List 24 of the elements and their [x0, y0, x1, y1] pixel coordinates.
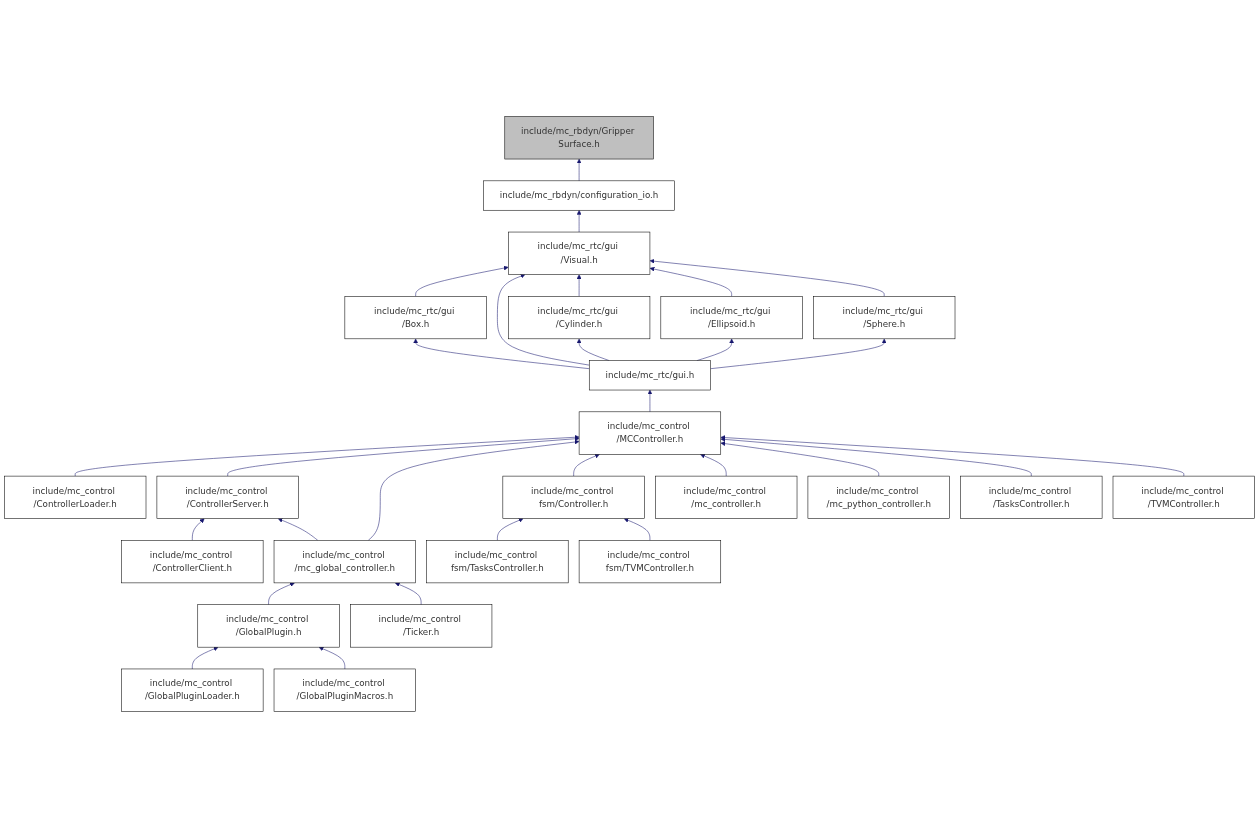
- node-box: include/mc_control /GlobalPluginMacros.h: [273, 668, 416, 712]
- node-box: include/mc_control /ControllerLoader.h: [4, 475, 147, 519]
- node-box: include/mc_control /TVMController.h: [1112, 475, 1255, 519]
- node-box: include/mc_control /mc_global_controller.h: [273, 539, 416, 583]
- node-box: include/mc_rtc/gui /Sphere.h: [813, 295, 956, 339]
- node-box: include/mc_rtc/gui /Ellipsoid.h: [660, 295, 803, 339]
- node-box: include/mc_control /TasksController.h: [960, 475, 1103, 519]
- node-box: include/mc_control /Ticker.h: [350, 603, 493, 647]
- node-box: include/mc_rtc/gui /Visual.h: [508, 231, 651, 275]
- node-box: include/mc_control fsm/TasksController.h: [426, 539, 569, 583]
- node-box: include/mc_rbdyn/configuration_io.h: [483, 180, 675, 210]
- node-box: include/mc_rtc/gui.h: [589, 359, 711, 390]
- node-box: include/mc_control /ControllerClient.h: [121, 539, 264, 583]
- node-box: include/mc_control /mc_controller.h: [655, 475, 798, 519]
- node-box: include/mc_rtc/gui /Box.h: [344, 295, 487, 339]
- node-box: include/mc_control fsm/TVMController.h: [578, 539, 721, 583]
- node-box: include/mc_rtc/gui /Cylinder.h: [508, 295, 651, 339]
- node-box: include/mc_control /GlobalPluginLoader.h: [121, 668, 264, 712]
- node-box: include/mc_control /ControllerServer.h: [156, 475, 299, 519]
- node-box: include/mc_control fsm/Controller.h: [502, 475, 645, 519]
- node-box: include/mc_control /GlobalPlugin.h: [197, 603, 340, 647]
- node-box: include/mc_control /MCController.h: [578, 411, 721, 455]
- node-box: include/mc_control /mc_python_controller.h: [807, 475, 950, 519]
- node-box: include/mc_rbdyn/Gripper Surface.h: [504, 115, 654, 159]
